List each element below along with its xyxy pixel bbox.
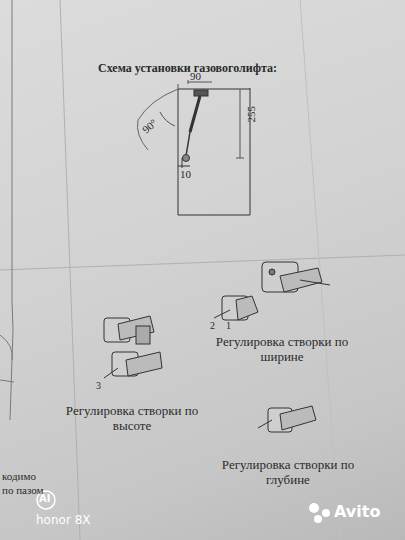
callout-number: 1 (226, 320, 231, 332)
watermark: honor 8X (36, 514, 91, 528)
scheme-title: Схема установки газовоголифта: (98, 62, 277, 76)
hinge-depth (258, 406, 316, 432)
dimension: 255 (245, 106, 258, 123)
adjustment-caption: Регулировка створки по глубине (218, 458, 358, 488)
callout-number: 3 (96, 380, 101, 392)
hinge-height (104, 316, 162, 378)
callout-number: 2 (210, 320, 215, 332)
dimension: 90 (190, 70, 201, 83)
page-edge (0, 0, 14, 420)
watermark: Avito (334, 503, 380, 521)
adjustment-caption: Регулировка створки по высоте (62, 404, 202, 434)
hinge-width (214, 262, 330, 320)
dimension: 10 (180, 168, 191, 181)
adjustment-caption: Регулировка створки по ширине (212, 335, 352, 365)
cut-text: по пазом (2, 484, 43, 497)
angle-dimension: 90° (140, 117, 160, 137)
gas-lift-scheme (137, 80, 250, 215)
watermark: AI (39, 493, 50, 505)
cut-text: кодимо (2, 470, 36, 483)
